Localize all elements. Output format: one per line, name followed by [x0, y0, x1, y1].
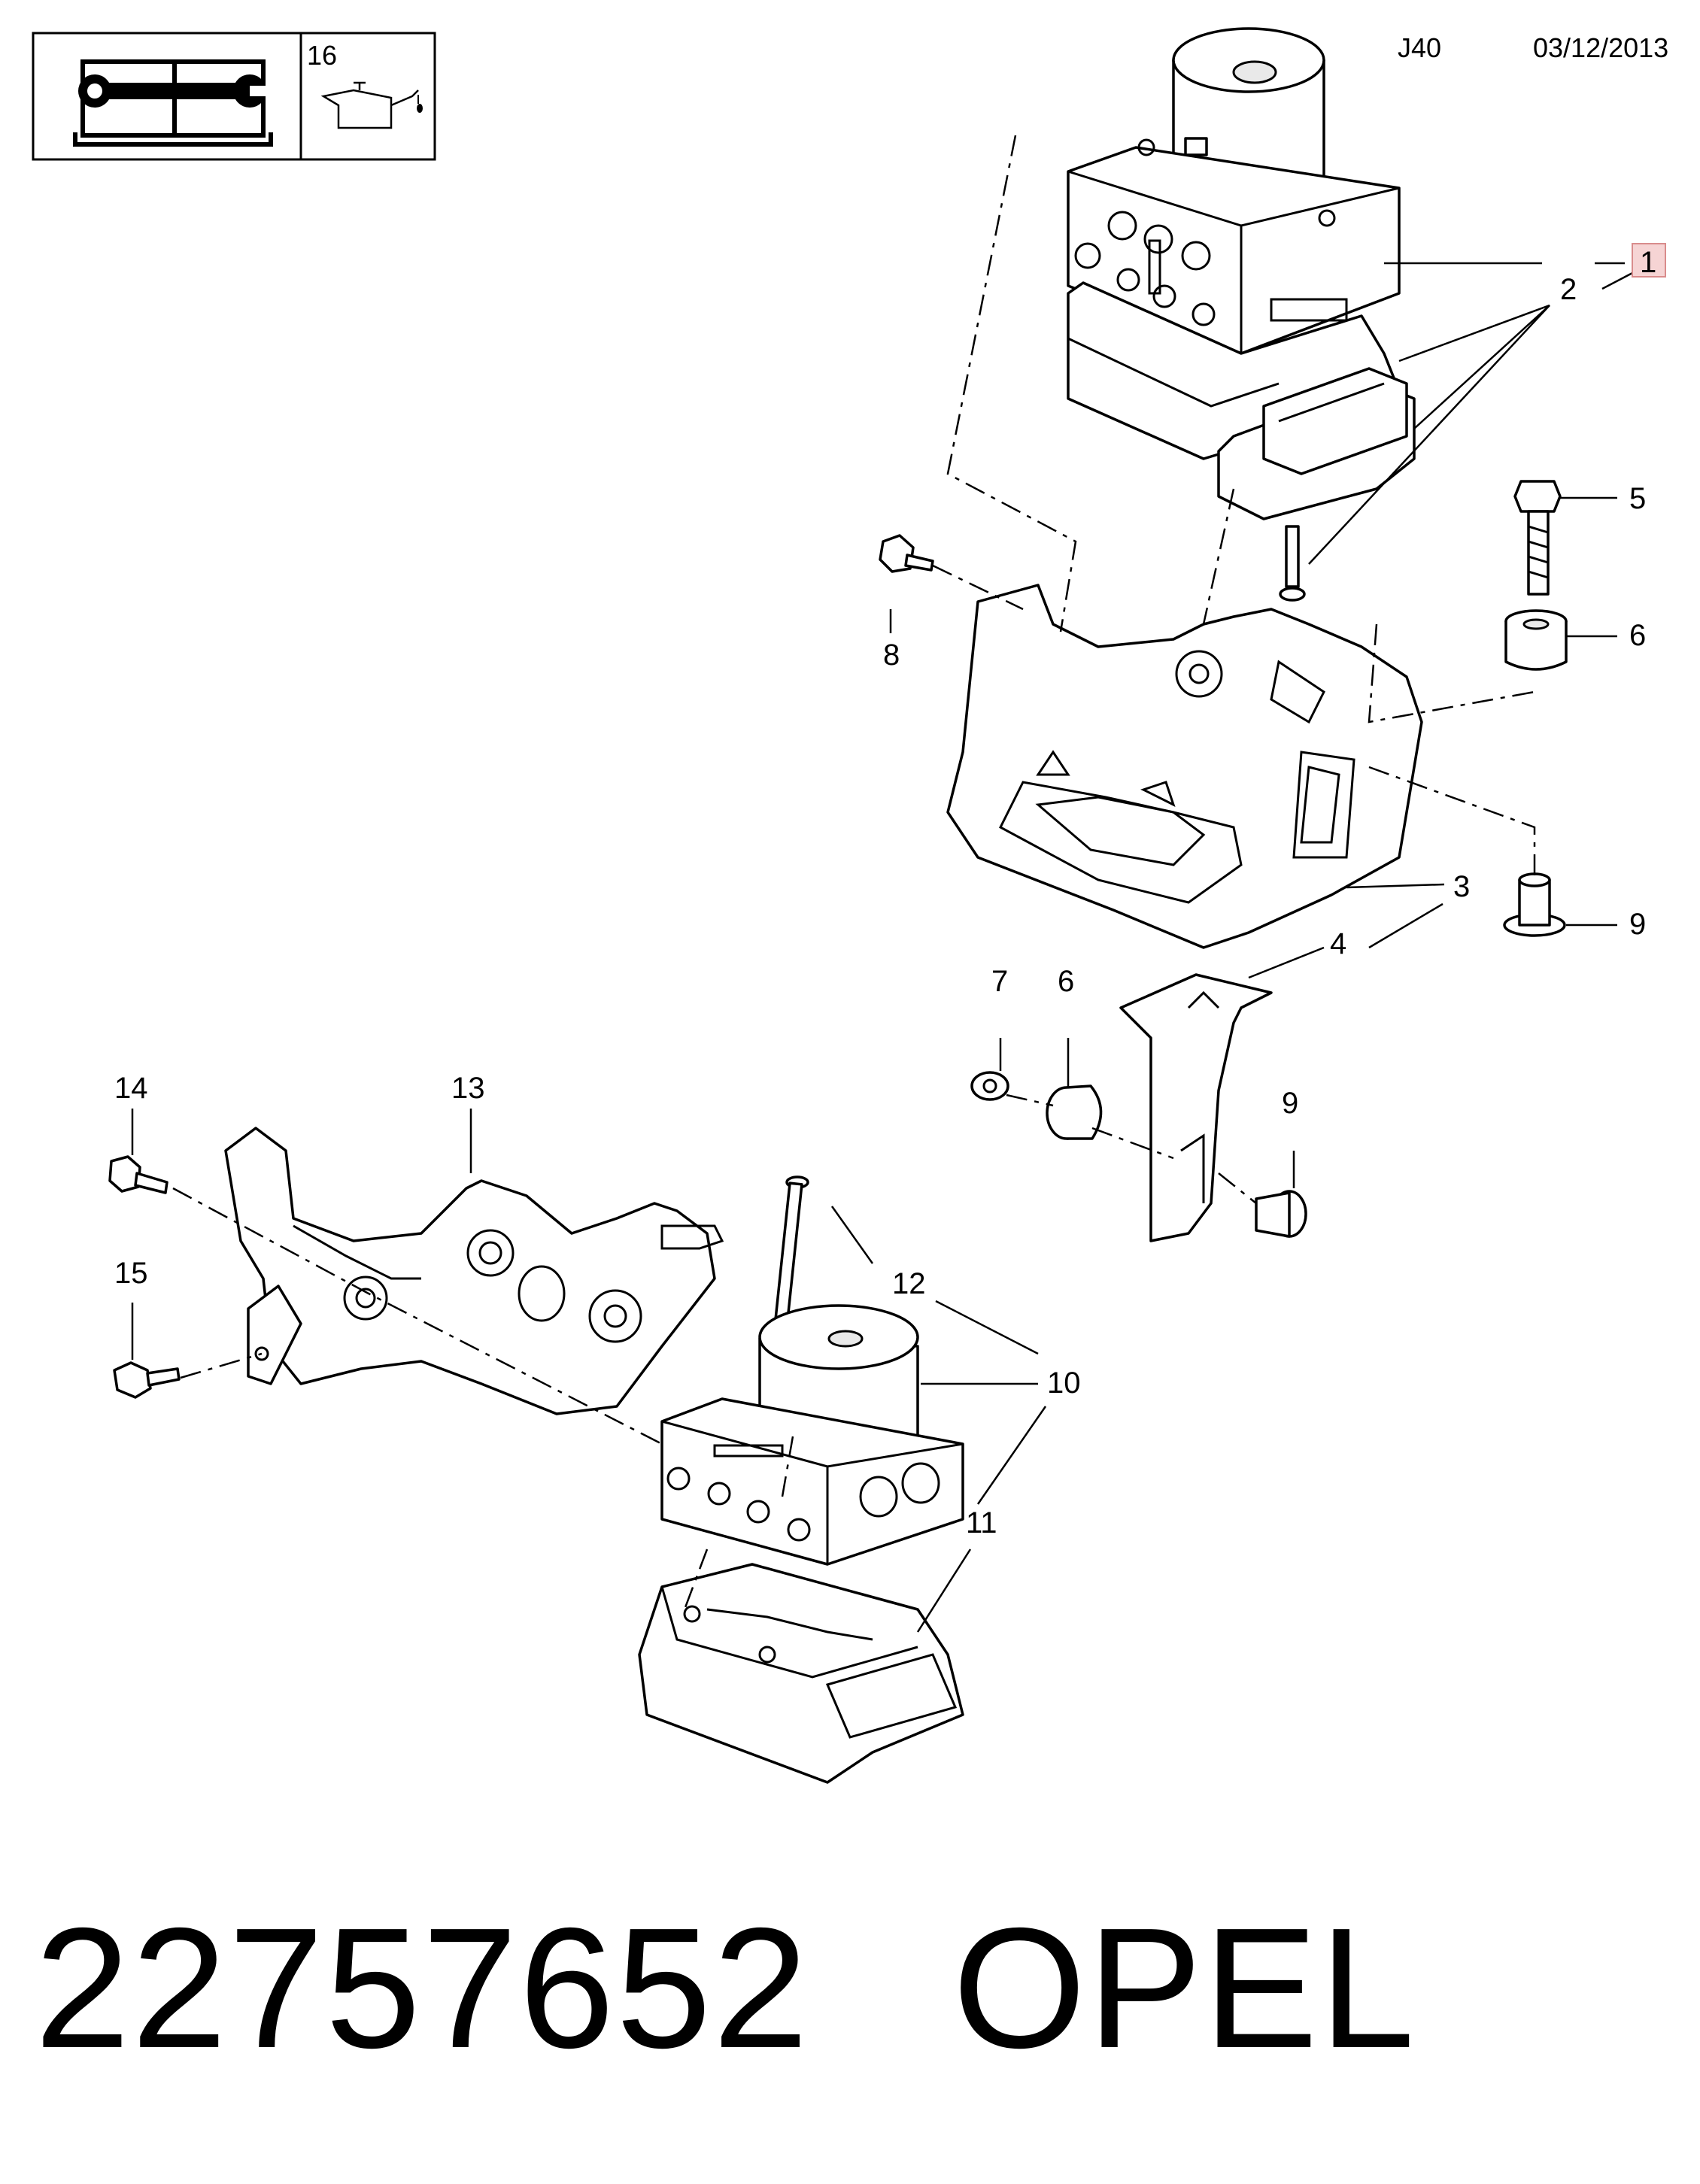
bolt-15	[113, 1361, 181, 1399]
callout-5[interactable]: 5	[1629, 482, 1646, 515]
group-code: J40	[1398, 32, 1441, 63]
callout-14[interactable]: 14	[114, 1072, 148, 1105]
callout-11[interactable]: 11	[966, 1506, 997, 1539]
callout-leaders	[131, 262, 1635, 1633]
callout-2[interactable]: 2	[1560, 273, 1577, 306]
grommet-6-lower	[1046, 1084, 1103, 1140]
diagram-date: 03/12/2013	[1533, 32, 1668, 63]
abs-modulator-lower	[638, 1304, 964, 1784]
mounting-bracket-13	[224, 1127, 724, 1415]
callout-1[interactable]: 1	[1640, 246, 1656, 279]
callout-6-upper[interactable]: 6	[1629, 619, 1646, 652]
part-number: 22757652	[35, 1893, 810, 2084]
bolt-8	[879, 534, 934, 573]
callout-12[interactable]: 12	[892, 1267, 926, 1300]
bolt-14	[108, 1155, 168, 1194]
repair-manual-icon	[73, 59, 273, 147]
support-bracket-4	[1119, 973, 1273, 1242]
header-box	[32, 32, 436, 161]
callout-6-lower[interactable]: 6	[1058, 965, 1074, 998]
callout-13[interactable]: 13	[451, 1072, 485, 1105]
brand-name: OPEL	[952, 1893, 1416, 2084]
sleeve-9-upper	[1503, 872, 1566, 937]
sleeve-9-lower	[1255, 1190, 1307, 1238]
callout-9-upper[interactable]: 9	[1629, 908, 1646, 941]
callout-10[interactable]: 10	[1047, 1367, 1081, 1400]
callout-4[interactable]: 4	[1330, 927, 1346, 960]
bolt-5	[1513, 480, 1562, 596]
page-ref-number: 16	[307, 40, 337, 71]
callout-7[interactable]: 7	[991, 965, 1008, 998]
mounting-bracket-upper	[946, 584, 1423, 949]
assembly-lines	[172, 135, 1536, 1610]
callout-15[interactable]: 15	[114, 1257, 148, 1290]
nut-7	[970, 1071, 1009, 1101]
callout-3[interactable]: 3	[1453, 870, 1470, 903]
abs-modulator-upper	[1067, 27, 1416, 602]
grommet-6-upper	[1504, 609, 1568, 671]
callout-9-lower[interactable]: 9	[1282, 1087, 1298, 1120]
oil-can-icon	[320, 81, 423, 129]
selected-callout-highlight	[1632, 243, 1666, 278]
callout-8[interactable]: 8	[883, 639, 900, 672]
